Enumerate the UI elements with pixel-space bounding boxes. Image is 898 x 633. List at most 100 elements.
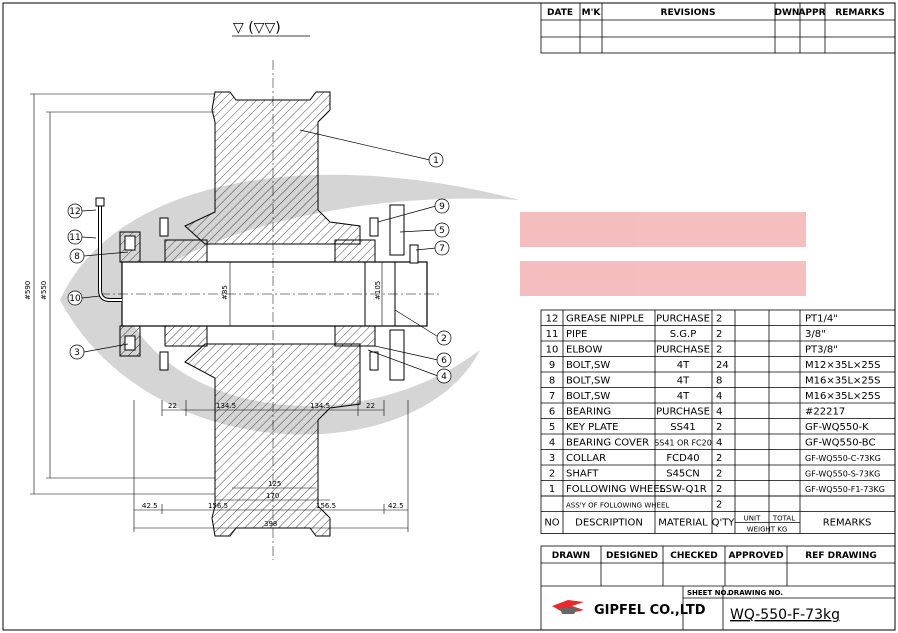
balloon-6: 6 xyxy=(441,356,447,366)
revisions-header: DATE M'K REVISIONS DWN APPR REMARKS xyxy=(547,8,885,18)
dimension-labels: #590 #550 #85 #105 22 134.5 134.5 22 125… xyxy=(24,281,404,528)
bom-material-cell: PURCHASE xyxy=(656,407,710,418)
bom-material-cell: FCD40 xyxy=(666,453,699,464)
rev-header-remarks: REMARKS xyxy=(835,8,884,18)
dim-134-5-left: 134.5 xyxy=(216,402,236,410)
bom-remarks-cell: PT1/4" xyxy=(805,314,838,325)
bom-material-cell: 4T xyxy=(677,360,690,371)
bom-qty-cell: 4 xyxy=(716,438,722,449)
dim-22-right: 22 xyxy=(366,402,375,410)
bom-header-weight: WEIGHT KG xyxy=(747,526,788,534)
bom-qty-cell: 2 xyxy=(716,329,722,340)
wheel-section-view xyxy=(95,60,440,560)
bom-desc-cell: BOLT,SW xyxy=(566,376,610,387)
bom-qty-cell: 2 xyxy=(716,500,722,511)
dim-tread-height: #550 xyxy=(40,281,48,300)
bom-no-cell: 5 xyxy=(549,422,555,433)
dim-42-5-right: 42.5 xyxy=(388,502,404,510)
balloon-12: 12 xyxy=(69,207,80,217)
bom-material-cell: SSW-Q1R xyxy=(659,484,706,495)
dim-170: 170 xyxy=(266,492,279,500)
bom-remarks-cell: GF-WQ550-S-73KG xyxy=(805,470,880,479)
rev-header-dwn: DWN xyxy=(775,8,800,18)
balloon-4: 4 xyxy=(441,372,447,382)
bom-header-material: MATERIAL xyxy=(658,518,708,529)
balloon-2: 2 xyxy=(441,334,447,344)
title-block xyxy=(540,545,896,631)
bom-remarks-cell: #22217 xyxy=(805,407,845,418)
company-logo xyxy=(552,600,584,614)
bom-qty-cell: 2 xyxy=(716,314,722,325)
balloon-3: 3 xyxy=(74,348,80,358)
bom-material-cell: 4T xyxy=(677,391,690,402)
dim-134-5-right: 134.5 xyxy=(310,402,330,410)
bom-qty-cell: 4 xyxy=(716,391,722,402)
tb-checked: CHECKED xyxy=(670,551,717,561)
part-balloons xyxy=(67,129,452,384)
bom-desc-cell: BEARING COVER xyxy=(566,438,649,449)
rev-header-revisions: REVISIONS xyxy=(661,8,716,18)
bom-header-remarks: REMARKS xyxy=(823,518,872,529)
company-name: GIPFEL CO.,LTD xyxy=(594,603,706,618)
balloon-8: 8 xyxy=(74,252,80,262)
balloon-11: 11 xyxy=(69,233,80,243)
bom-no-cell: 12 xyxy=(546,314,559,325)
bom-qty-cell: 2 xyxy=(716,453,722,464)
bom-qty-cell: 4 xyxy=(716,407,722,418)
drawing-number: WQ-550-F-73kg xyxy=(730,607,840,623)
bom-desc-cell: SHAFT xyxy=(566,469,599,480)
bom-desc-cell: BEARING xyxy=(566,407,611,418)
dimension-lines xyxy=(30,93,409,532)
bom-remarks-cell: GF-WQ550-F1-73KG xyxy=(805,485,885,494)
surface-finish-mark: ▽ (▽▽) xyxy=(233,20,281,36)
balloon-9: 9 xyxy=(439,202,445,212)
bom-material-cell: S.G.P xyxy=(670,329,696,340)
title-block-header: DRAWN DESIGNED CHECKED APPROVED REF DRAW… xyxy=(552,551,877,561)
bom-no-cell: 2 xyxy=(549,469,555,480)
bom-desc-cell: BOLT,SW xyxy=(566,391,610,402)
bom-material-cell: S45CN xyxy=(666,469,700,480)
dim-bore: #85 xyxy=(221,285,229,300)
dim-shaft-diameter: #105 xyxy=(374,281,382,300)
tb-approved: APPROVED xyxy=(728,551,783,561)
bom-desc-cell: COLLAR xyxy=(566,453,606,464)
bom-header-no: NO xyxy=(544,518,559,529)
bom-desc-cell: GREASE NIPPLE xyxy=(566,314,644,325)
bom-table xyxy=(540,309,896,534)
bom-no-cell: 9 xyxy=(549,360,555,371)
bom-remarks-cell: 3/8" xyxy=(805,329,826,340)
bom-desc-cell: BOLT,SW xyxy=(566,360,610,371)
revisions-table xyxy=(540,2,896,54)
bom-desc-cell: FOLLOWING WHEEL xyxy=(566,484,666,495)
bom-qty-cell: 24 xyxy=(716,360,729,371)
rev-header-mk: M'K xyxy=(582,8,602,18)
bom-no-cell: 8 xyxy=(549,376,555,387)
bom-desc-cell: ASS'Y OF FOLLOWING WHEEL xyxy=(566,502,669,510)
dim-156-5-right: 156.5 xyxy=(316,502,336,510)
dim-125: 125 xyxy=(268,480,281,488)
bom-no-cell: 11 xyxy=(546,329,559,340)
bom-remarks-cell: PT3/8" xyxy=(805,345,838,356)
bom-qty-cell: 2 xyxy=(716,422,722,433)
bom-header-qty: Q'TY xyxy=(712,518,736,529)
rev-header-appr: APPR xyxy=(798,8,825,18)
bom-remarks-cell: GF-WQ550-K xyxy=(805,422,869,433)
bom-qty-cell: 2 xyxy=(716,469,722,480)
bom-material-cell: PURCHASE xyxy=(656,345,710,356)
sheet-no-label: SHEET NO. xyxy=(687,589,729,597)
balloon-5: 5 xyxy=(439,226,445,236)
dim-156-5-left: 156.5 xyxy=(208,502,228,510)
dim-42-5-left: 42.5 xyxy=(142,502,158,510)
bom-header-total: TOTAL xyxy=(772,515,795,523)
dim-398: 398 xyxy=(264,520,277,528)
bom-remarks-cell: M16×35L×25S xyxy=(805,376,880,387)
bom-material-cell: PURCHASE xyxy=(656,314,710,325)
tb-drawn: DRAWN xyxy=(552,551,590,561)
rev-header-date: DATE xyxy=(547,8,573,18)
bom-no-cell: 3 xyxy=(549,453,555,464)
bom-no-cell: 6 xyxy=(549,407,555,418)
balloon-7: 7 xyxy=(439,244,445,254)
